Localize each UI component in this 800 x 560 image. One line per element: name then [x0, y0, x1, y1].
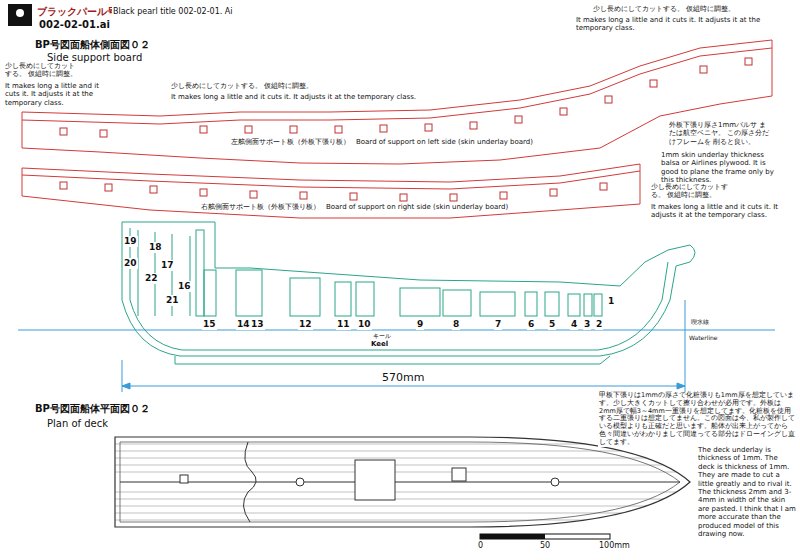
waterline-label: Waterline — [688, 334, 719, 341]
cut-note: It makes long a little and it cuts it. I… — [650, 203, 780, 220]
sheet-title: BP号図面船体平面図０２ — [34, 403, 151, 415]
frame-number: 11 — [336, 319, 351, 330]
keel-label: キール — [372, 332, 392, 339]
frame-number: 10 — [357, 319, 372, 330]
frame-profile — [122, 222, 695, 364]
frame-number: 20 — [123, 258, 138, 269]
frame-number: 7 — [494, 319, 502, 330]
frame-number: 6 — [527, 319, 535, 330]
waterline-label: 喫水線 — [690, 318, 710, 325]
cut-note: It makes long a little and it cuts it. I… — [575, 16, 772, 33]
frame-number: 22 — [144, 273, 159, 284]
frame-number: 2 — [595, 319, 603, 330]
frame-number: 5 — [548, 319, 556, 330]
scale-label: 0 — [477, 541, 484, 551]
frame-number: 3 — [583, 319, 591, 330]
logo-skull — [16, 9, 24, 17]
dimension-lines — [18, 300, 775, 392]
scale-label: 100mm — [598, 541, 631, 551]
cut-note: It makes long a little and it cuts it. I… — [170, 93, 417, 101]
file-name: 002-02-01.ai — [38, 19, 111, 31]
scale-bar — [480, 534, 610, 539]
frame-number: 8 — [452, 319, 460, 330]
frame-number: 15 — [202, 319, 217, 330]
sheet-subtitle: Plan of deck — [46, 418, 109, 430]
board-label: Board of support on left side (skin unde… — [355, 138, 534, 146]
keel-label: Keel — [370, 340, 389, 348]
project-name: ブラックパール号 — [36, 6, 118, 18]
board-label: 左舷側面サポート板（外板下張り板） — [230, 138, 351, 146]
board-label: Board of support on right side (skin und… — [325, 203, 509, 211]
scale-label: 50 — [539, 541, 551, 551]
support-boards — [22, 40, 772, 218]
sheet-title: BP号図面船体側面図０２ — [34, 39, 151, 51]
frame-number: 12 — [298, 319, 313, 330]
deck-plan — [110, 437, 700, 527]
thickness-note: 外板下張り厚さ1mmバルサ または航空ベニヤ。 この厚さ分だけフレームを 削ると… — [668, 121, 774, 146]
deck-note: 甲板下張りは1mmの厚さで化粧張りも1mm厚を想定しています。少し大きくカットし… — [598, 392, 796, 447]
board-label: 右舷側面サポート板（外板下張り板） — [200, 203, 321, 211]
cut-note: It makes long a little and it cuts it. I… — [4, 82, 114, 107]
frame-number: 4 — [570, 319, 578, 330]
cut-note: 少し長めにしてカットする。 仮組時に調整。 — [4, 62, 82, 79]
frame-number: 21 — [165, 295, 180, 306]
frame-number: 1 — [607, 296, 615, 307]
frame-number: 13 — [250, 319, 265, 330]
frame-number: 18 — [148, 242, 163, 253]
cut-note: 少し長めにしてカットする。 仮組時に調整。 — [650, 183, 734, 200]
frame-number: 17 — [160, 260, 175, 271]
logo-flag — [8, 4, 32, 26]
frame-number: 19 — [123, 236, 138, 247]
cut-note: 少し長めにしてカットする。 仮組時に調整。 — [170, 82, 314, 90]
thickness-note: 1mm skin underlay thickness balsa or Air… — [660, 151, 780, 185]
frame-number: 14 — [236, 319, 251, 330]
deck-note: The deck underlay is thickness of 1mm. T… — [697, 446, 797, 538]
cut-note: 少し長めにしてカットする。 仮組時に調整。 — [592, 5, 736, 13]
frame-number: 9 — [416, 319, 424, 330]
file-title: Black pearl title 002-02-01. Ai — [112, 7, 234, 17]
dimension-label: 570mm — [381, 371, 425, 384]
frame-number: 16 — [177, 281, 192, 292]
